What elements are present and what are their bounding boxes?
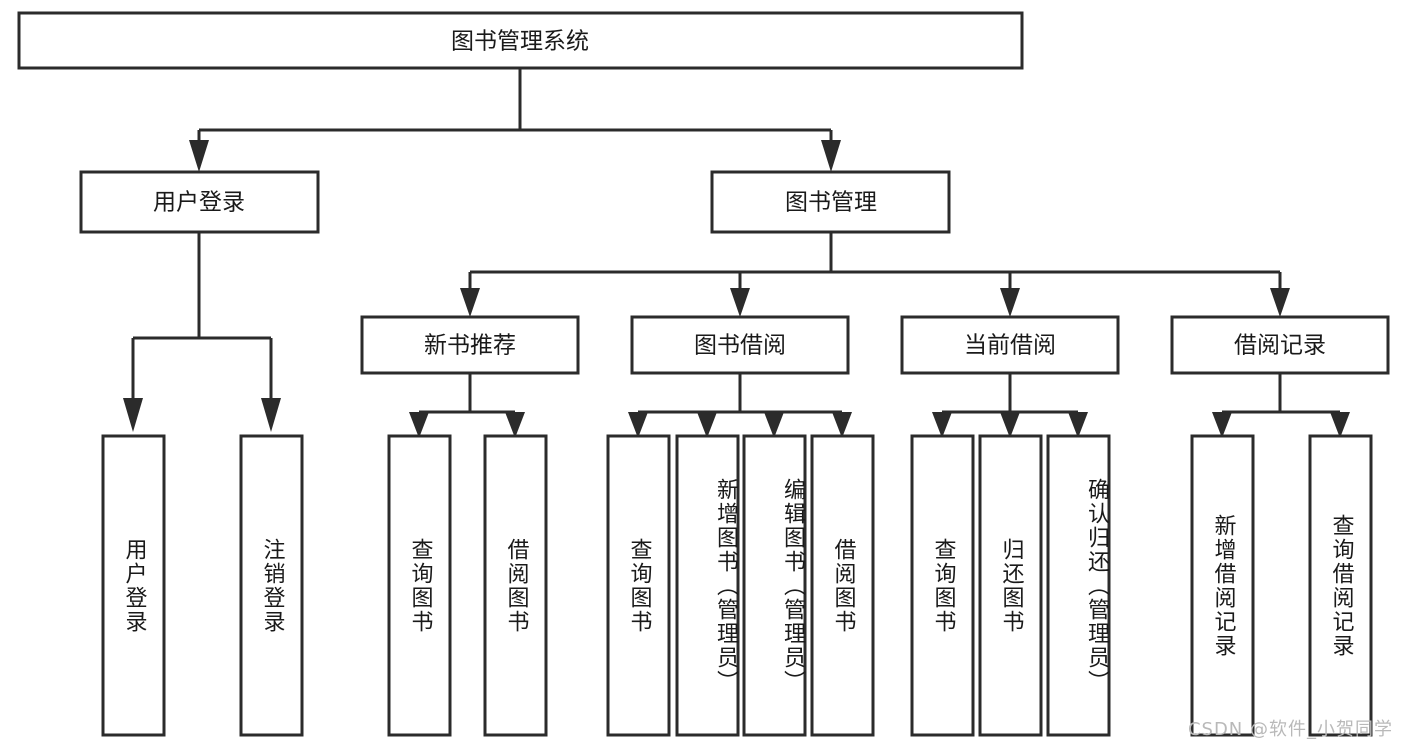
connector-borrow-record-to-leaves <box>1212 373 1350 438</box>
node-current-borrow[interactable]: 当前借阅 <box>900 315 1120 375</box>
node-new-book-recommend-label: 新书推荐 <box>424 333 516 359</box>
leaf-box-query-book-1[interactable] <box>387 434 452 737</box>
node-root-label: 图书管理系统 <box>451 29 589 55</box>
node-borrow-record[interactable]: 借阅记录 <box>1170 315 1390 375</box>
node-book-manage-label: 图书管理 <box>785 190 877 216</box>
leaf-box-query-borrow-record[interactable] <box>1308 434 1373 737</box>
leaf-box-add-borrow-record[interactable] <box>1190 434 1255 737</box>
node-current-borrow-label: 当前借阅 <box>964 333 1056 359</box>
node-current-borrow-box <box>900 315 1120 375</box>
connector-book-borrow-to-leaves <box>628 373 852 438</box>
leaf-box-borrow-book-2[interactable] <box>810 434 875 737</box>
node-book-borrow[interactable]: 图书借阅 <box>630 315 850 375</box>
leaf-box-query-book-3[interactable] <box>910 434 975 737</box>
node-root[interactable]: 图书管理系统 <box>17 11 1024 70</box>
node-user-login-label: 用户登录 <box>153 190 245 216</box>
node-new-book-recommend[interactable]: 新书推荐 <box>360 315 580 375</box>
leaf-box-user-login[interactable] <box>101 434 166 737</box>
arrow-head-user-login <box>189 140 209 172</box>
leaf-box-logout-login[interactable] <box>239 434 304 737</box>
node-book-manage[interactable]: 图书管理 <box>710 170 951 234</box>
leaf-box-return-book[interactable] <box>978 434 1043 737</box>
node-new-book-recommend-box <box>360 315 580 375</box>
leaf-box-edit-book-admin[interactable] <box>742 434 807 737</box>
leaf-box-query-book-2[interactable] <box>606 434 671 737</box>
node-user-login-box <box>79 170 320 234</box>
leaf-box-borrow-book-1[interactable] <box>483 434 548 737</box>
connector-user-login-to-leaves <box>123 232 281 432</box>
leaf-box-add-book-admin[interactable] <box>675 434 740 737</box>
arrow-head-book-manage <box>821 140 841 172</box>
connector-root-to-level2 <box>189 68 841 172</box>
node-user-login[interactable]: 用户登录 <box>79 170 320 234</box>
connector-book-manage-to-level3 <box>460 232 1290 317</box>
leaf-box-confirm-return-admin[interactable] <box>1046 434 1111 737</box>
node-book-borrow-label: 图书借阅 <box>694 333 786 359</box>
connector-new-book-recommend-to-leaves <box>409 373 525 438</box>
node-root-box <box>17 11 1024 70</box>
node-borrow-record-label: 借阅记录 <box>1234 333 1326 359</box>
connector-current-borrow-to-leaves <box>932 373 1088 438</box>
watermark-text: CSDN @软件_小贺同学 <box>1187 719 1393 740</box>
